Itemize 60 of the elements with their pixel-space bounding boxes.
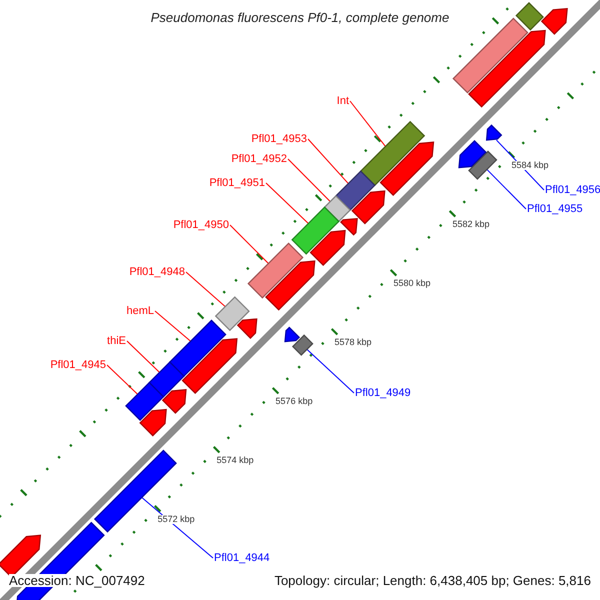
tick-label: 5578 kbp — [334, 338, 373, 347]
leader-line — [126, 340, 160, 373]
leader-line — [186, 272, 226, 308]
gene-block — [125, 382, 164, 421]
gene-label: Int — [336, 96, 349, 106]
tick-label: 5582 kbp — [451, 220, 491, 229]
gene-block — [486, 124, 502, 141]
gene-block — [182, 338, 238, 394]
gene-block — [162, 389, 187, 414]
gene-block — [310, 230, 346, 266]
gene-label: Pfl01_4952 — [231, 154, 287, 164]
gene-label: Pfl01_4955 — [527, 204, 583, 214]
gene-label: Pfl01_4951 — [209, 178, 265, 188]
leader-line — [266, 182, 309, 224]
leader-line — [306, 348, 354, 394]
tick-label: 5574 kbp — [216, 456, 255, 465]
gene-block — [148, 361, 185, 398]
gene-label: Pfl01_4945 — [50, 360, 106, 370]
gene-block — [452, 18, 528, 94]
title: Pseudomonas fluorescens Pf0-1, complete genome — [150, 11, 450, 24]
gene-block — [468, 30, 546, 108]
gene-block — [168, 320, 226, 378]
gene-block — [247, 242, 304, 299]
gene-block — [291, 206, 340, 255]
genome-summary-text: Topology: circular; Length: 6,438,405 bp; Genes: 5,816 — [274, 574, 591, 587]
gene-label: Pfl01_4956 — [545, 184, 600, 196]
tick-label: 5572 kbp — [156, 514, 196, 524]
gene-label: Pfl01_4953 — [251, 134, 307, 144]
gene-block — [335, 170, 376, 211]
gene-label: hemL — [126, 306, 154, 316]
gene-block — [351, 190, 386, 224]
gene-label: Pfl01_4950 — [173, 220, 229, 230]
gene-label: Pfl01_4948 — [129, 266, 185, 278]
gene-block — [292, 334, 314, 356]
gene-block — [236, 318, 258, 339]
gene-block — [540, 8, 568, 35]
gene-block — [139, 408, 167, 436]
gene-block — [380, 142, 434, 196]
leader-line — [308, 138, 349, 184]
tick-label: 5580 kbp — [392, 278, 432, 288]
leader-line — [350, 100, 386, 147]
gene-block — [360, 120, 426, 186]
gene-block — [265, 260, 316, 311]
gene-block — [468, 150, 498, 180]
gene-block — [324, 195, 351, 222]
gene-label: Pfl01_4949 — [355, 388, 411, 398]
gene-block — [214, 296, 250, 332]
leader-line — [154, 310, 192, 342]
gene-block — [284, 326, 300, 342]
leader-line — [486, 168, 526, 210]
tick-label: 5584 kbp — [510, 160, 550, 170]
gene-label: Pfl01_4944 — [214, 552, 270, 564]
tick-label: 5576 kbp — [274, 396, 314, 406]
gene-block — [94, 450, 177, 533]
leader-line — [106, 364, 138, 395]
leader-line — [230, 224, 269, 264]
accession-text: Accession: NC_007492 — [9, 574, 145, 587]
gene-block — [458, 140, 487, 168]
gene-label: thiE — [107, 336, 126, 346]
leader-line — [288, 158, 331, 202]
